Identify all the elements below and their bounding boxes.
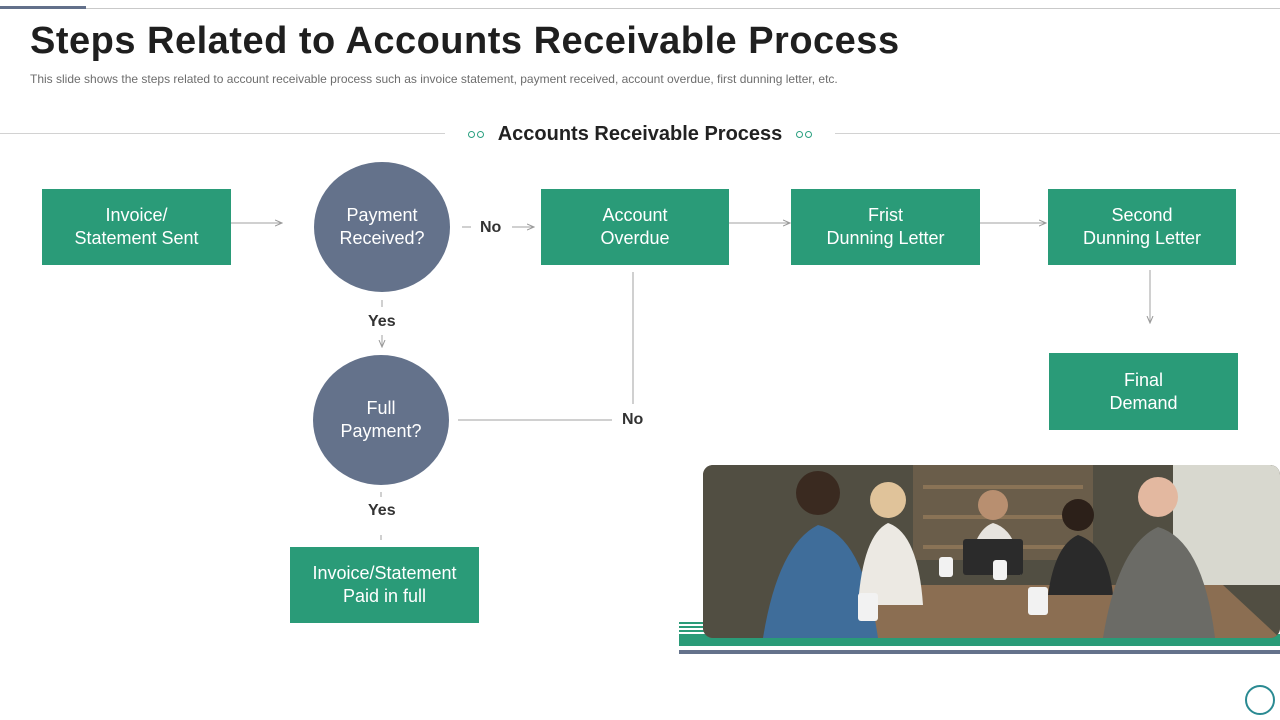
node-invoice-sent: Invoice/ Statement Sent bbox=[42, 189, 231, 265]
dots-right-icon bbox=[796, 130, 813, 138]
top-rule bbox=[0, 8, 1280, 9]
dots-left-icon bbox=[467, 130, 484, 138]
node-second-dunning-letter: Second Dunning Letter bbox=[1048, 189, 1236, 265]
node-full-payment: Full Payment? bbox=[313, 355, 449, 485]
node-account-overdue: Account Overdue bbox=[541, 189, 729, 265]
page-subtitle: This slide shows the steps related to ac… bbox=[30, 72, 838, 86]
label-yes-bottom: Yes bbox=[368, 502, 396, 519]
label-no-top: No bbox=[480, 219, 502, 236]
section-header: Accounts Receivable Process bbox=[445, 120, 835, 148]
node-first-dunning-letter: Frist Dunning Letter bbox=[791, 189, 980, 265]
decor-stripes bbox=[679, 622, 705, 632]
corner-circle-icon bbox=[1245, 685, 1275, 715]
team-meeting-illustration bbox=[703, 465, 1280, 638]
node-payment-received: Payment Received? bbox=[314, 162, 450, 292]
decor-slate-bar bbox=[679, 650, 1280, 654]
node-paid-in-full: Invoice/Statement Paid in full bbox=[290, 547, 479, 623]
top-accent-bar bbox=[0, 6, 86, 9]
section-title: Accounts Receivable Process bbox=[497, 122, 783, 145]
label-yes-top: Yes bbox=[368, 313, 396, 330]
team-meeting-photo bbox=[703, 465, 1280, 638]
page-title: Steps Related to Accounts Receivable Pro… bbox=[30, 20, 900, 62]
label-no-bottom: No bbox=[622, 411, 644, 428]
node-final-demand: Final Demand bbox=[1049, 353, 1238, 430]
